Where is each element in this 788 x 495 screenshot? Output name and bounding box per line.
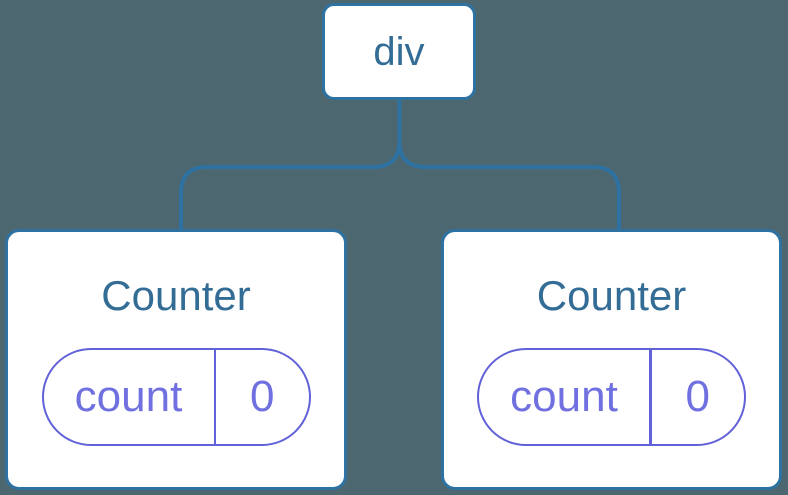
tree-node-counter-right: Counter count 0 [441, 229, 782, 490]
state-key: count [74, 372, 183, 422]
state-badge: count 0 [41, 348, 311, 447]
component-name: Counter [101, 272, 251, 319]
state-value: 0 [685, 372, 710, 422]
tree-node-counter-left: Counter count 0 [5, 229, 347, 490]
state-badge-divider [649, 350, 652, 445]
state-badge-divider [213, 350, 216, 445]
root-node-label: div [373, 29, 425, 74]
state-value: 0 [250, 372, 275, 422]
connector-branch-right [397, 98, 621, 231]
state-badge: count 0 [477, 348, 746, 447]
component-name: Counter [536, 272, 687, 319]
state-key: count [510, 372, 618, 422]
connector-branch-left [179, 98, 402, 231]
tree-node-root: div [322, 3, 476, 100]
